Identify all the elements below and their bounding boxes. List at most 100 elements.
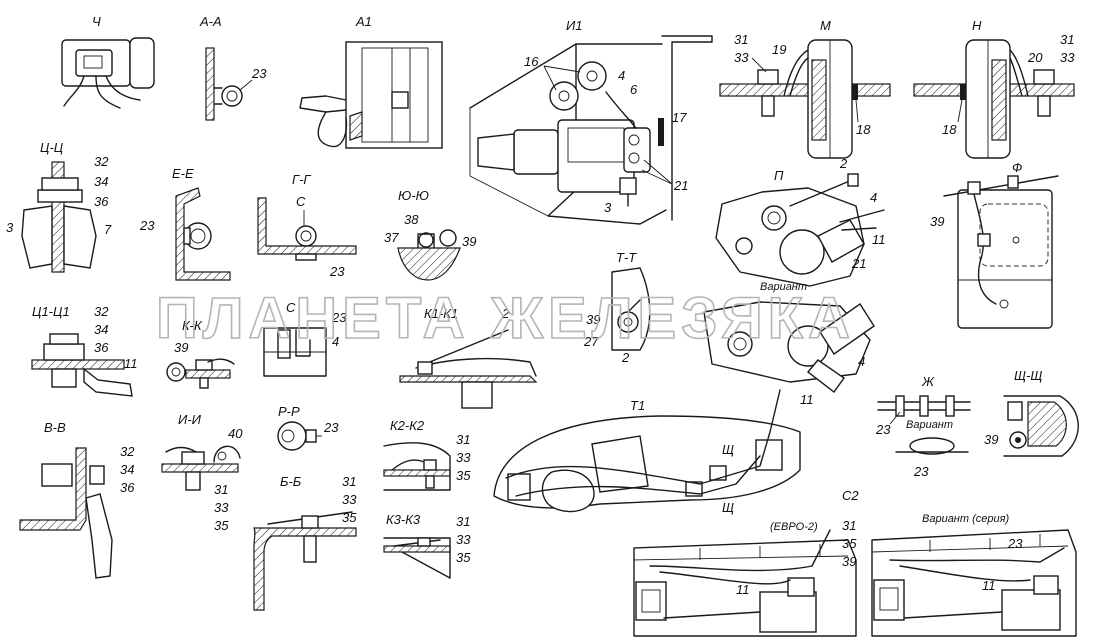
watermark-text: ПЛАНЕТА ЖЕЛЕЗЯКА [156,286,855,351]
view-bbb-label: Б-Б [280,474,302,489]
callout-yu-37: 37 [384,230,399,245]
callout-cv-4: 4 [332,334,339,349]
view-tt: Т-Т 39 27 2 [583,250,651,365]
view-zh-label: Ж [921,374,935,389]
view-n-label: Н [972,18,982,33]
callout-bb-36: 36 [120,480,135,495]
view-rr: Р-Р 23 [277,404,339,451]
view-cc: Ц-Ц 32 34 36 3 7 [6,140,112,273]
callout-i1-16: 16 [524,54,539,69]
view-shsh: Щ-Щ 39 [984,368,1079,457]
callout-k3-31: 31 [456,514,470,529]
callout-yu-38: 38 [404,212,419,227]
callout-c2-31: 31 [842,518,856,533]
view-k1k1: К1-К1 2 [399,306,538,409]
callout-ee-23: 23 [139,218,155,233]
callout-vs-23: 23 [1007,536,1023,551]
view-k3k3: К3-К3 31 33 35 [383,512,471,579]
callout-m-19: 19 [772,42,786,57]
callout-p-21: 21 [851,256,866,271]
view-ii-label: И-И [178,412,202,427]
caption-variant-series: Вариант (серия) [922,513,1009,525]
view-bb: В-В 32 34 36 [19,420,135,579]
callout-m-31: 31 [734,32,748,47]
callout-rr-23: 23 [323,420,339,435]
view-c1c1: Ц1-Ц1 32 34 36 11 [31,304,138,397]
view-f-label: Ф [1012,160,1022,175]
view-cc-label: Ц-Ц [40,140,64,155]
caption-euro2: (ЕВРО-2) [770,521,818,533]
callout-pv-4: 4 [858,354,865,369]
view-c2-label: С2 [842,488,859,503]
callout-tt-39: 39 [586,312,600,327]
callout-gg-23: 23 [329,264,345,279]
callout-i1-4: 4 [618,68,625,83]
caption-variant-zh: Вариант [906,419,953,431]
callout-k3-33: 33 [456,532,471,547]
view-a1: А1 [299,14,443,149]
view-gg-label: Г-Г [292,172,311,187]
label-sh-2: Щ [722,500,734,515]
callout-c1-11: 11 [124,356,138,371]
view-i1: И1 16 4 6 17 21 3 [469,18,713,225]
view-c1c1-label: Ц1-Ц1 [32,304,70,319]
callout-ii-40: 40 [228,426,243,441]
callout-bbb-31: 31 [342,474,356,489]
callout-tt-2: 2 [621,350,630,365]
callout-i1-3: 3 [604,200,612,215]
view-yuyu-label: Ю-Ю [398,188,429,203]
callout-vs-11: 11 [982,578,996,593]
view-t1: Т1 Щ Щ [493,389,801,515]
callout-yu-39: 39 [462,234,476,249]
callout-k2-33: 33 [456,450,471,465]
callout-cc-3: 3 [6,220,14,235]
caption-variant-p: Вариант [760,281,807,293]
callout-k2-31: 31 [456,432,470,447]
view-p: П 2 4 11 21 [715,156,886,287]
callout-i1-17: 17 [672,110,687,125]
view-rr-label: Р-Р [278,404,300,419]
view-c-label: С [286,300,296,315]
view-bb-label: В-В [44,420,66,435]
view-variant-series: Вариант (серия) 23 11 [871,513,1077,637]
callout-c2-35: 35 [842,536,857,551]
view-p-label: П [774,168,784,183]
view-p-variant: Вариант 4 11 [703,281,875,407]
callout-f-39: 39 [930,214,944,229]
view-i1-label: И1 [566,18,583,33]
callout-c1-34: 34 [94,322,108,337]
callout-bb-34: 34 [120,462,134,477]
view-aa-label: А-А [199,14,222,29]
view-gg: Г-Г С 23 [257,172,357,279]
callout-i1-6: 6 [630,82,638,97]
callout-zh-23a: 23 [875,422,891,437]
callout-sh-39: 39 [984,432,998,447]
view-ii: И-И 40 31 33 35 [161,412,243,533]
callout-c1-32: 32 [94,304,109,319]
view-k2k2-label: К2-К2 [390,418,425,433]
callout-c2-39: 39 [842,554,856,569]
view-kk-label: К-К [182,318,203,333]
view-ch-label: Ч [92,14,101,29]
callout-zh-23b: 23 [913,464,929,479]
callout-kk-39: 39 [174,340,188,355]
callout-n-33: 33 [1060,50,1075,65]
callout-p-4: 4 [870,190,877,205]
view-gg-c-label: С [296,194,306,209]
callout-n-18: 18 [942,122,957,137]
callout-k3-35: 35 [456,550,471,565]
label-sh-1: Щ [722,442,734,457]
callout-p-2: 2 [839,156,848,171]
callout-pv-11: 11 [800,392,814,407]
view-ee-label: Е-Е [172,166,194,181]
callout-c1-36: 36 [94,340,109,355]
view-aa: А-А 23 [199,14,267,121]
view-zh: Ж 23 Вариант 23 [875,374,971,479]
view-a1-label: А1 [355,14,372,29]
view-kk: К-К 39 [166,318,235,389]
callout-cv-23: 23 [331,310,347,325]
callout-i1-21: 21 [673,178,688,193]
view-n: Н 20 31 33 18 [913,18,1075,159]
callout-bbb-35: 35 [342,510,357,525]
